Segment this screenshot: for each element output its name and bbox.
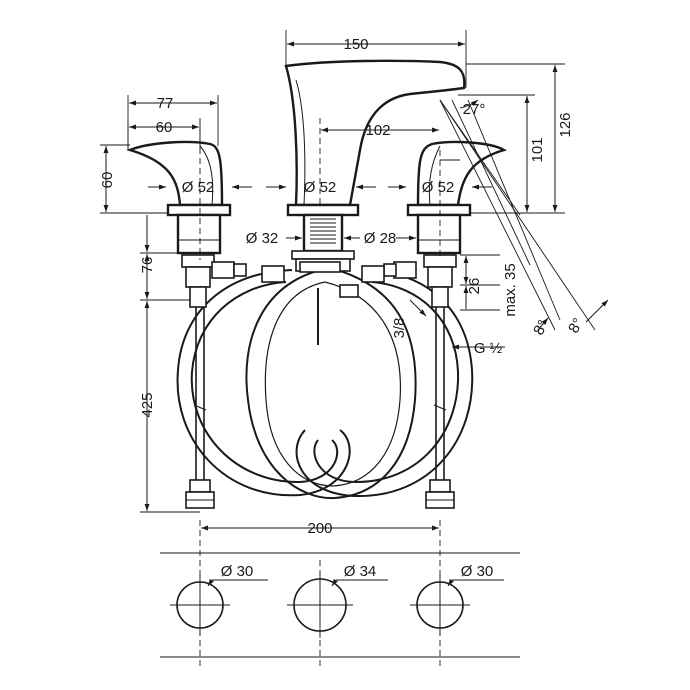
left-handle	[126, 140, 232, 255]
extension-lines	[100, 30, 565, 513]
label-thread-right: G ½	[474, 340, 503, 357]
label-spout-reach: 102	[365, 122, 390, 139]
spray-lines	[439, 99, 609, 331]
dimension-labels: 150 77 60 60 102 27° 126 101 Ø 52 Ø 52 Ø…	[99, 36, 587, 537]
label-valve-offset: 26	[466, 278, 483, 295]
label-hose-length: 425	[139, 392, 156, 417]
label-tilt-1: 8°	[530, 317, 552, 338]
label-spout-width: 150	[343, 36, 368, 53]
label-hole-right: Ø 30	[461, 563, 494, 580]
label-hole-center: Ø 34	[344, 563, 377, 580]
label-shank-length: 76	[139, 257, 156, 274]
label-handle-width-inner: 60	[156, 119, 173, 136]
label-hole-left: Ø 30	[221, 563, 254, 580]
label-height-total: 126	[557, 112, 574, 137]
label-thread-left: 3/8	[391, 318, 408, 339]
label-base-right: Ø 52	[422, 179, 455, 196]
label-handle-height: 60	[99, 172, 116, 189]
label-spacing: 200	[307, 520, 332, 537]
label-spout-angle: 27°	[463, 101, 486, 118]
hoses	[176, 267, 474, 500]
label-shank-right: Ø 28	[364, 230, 397, 247]
label-handle-width-outer: 77	[157, 95, 174, 112]
connection-hardware	[181, 254, 457, 509]
label-shank-center: Ø 32	[246, 230, 279, 247]
label-max-thickness: max. 35	[502, 263, 519, 316]
spout	[284, 59, 466, 272]
label-height-spout: 101	[529, 137, 546, 162]
label-tilt-2: 8°	[565, 315, 587, 336]
mounting-plan: Ø 30 Ø 34 Ø 30	[160, 552, 520, 658]
label-base-center: Ø 52	[304, 179, 337, 196]
dimension-lines	[103, 41, 558, 531]
label-base-left: Ø 52	[182, 179, 215, 196]
right-handle	[406, 140, 508, 255]
